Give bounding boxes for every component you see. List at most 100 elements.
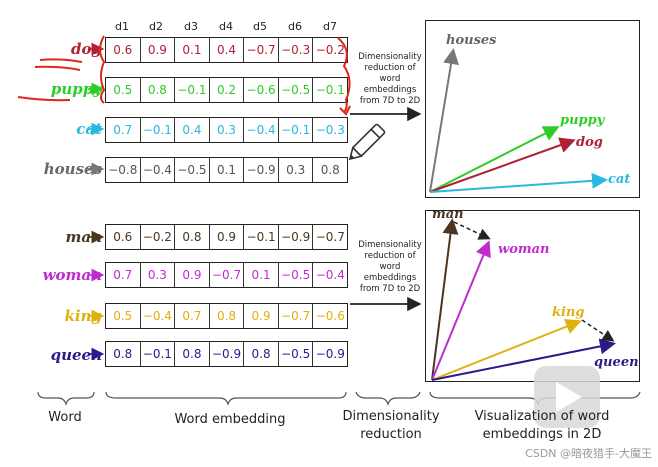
embedding-cell: −0.7 — [315, 230, 345, 244]
embedding-cell: 0.3 — [141, 263, 176, 287]
footer-visualization: Visualization of word embeddings in 2D — [462, 408, 622, 444]
embedding-cell: −0.7 — [244, 38, 279, 62]
embedding-cell: −0.1 — [141, 118, 176, 142]
red-annotations — [17, 35, 351, 116]
plot-label-woman: woman — [498, 242, 550, 257]
embedding-cell: 0.4 — [210, 38, 245, 62]
reduction-line: reduction of — [364, 63, 416, 73]
footer-word: Word — [48, 410, 82, 425]
vector-queen — [431, 338, 616, 381]
embedding-cell: 0.1 — [210, 158, 245, 182]
plot-label-cat: cat — [608, 172, 631, 187]
dim-header: d6 — [288, 20, 302, 33]
word-label: houses — [43, 160, 102, 178]
embedding-cell: −0.1 — [315, 83, 345, 97]
plot-label-dog: dog — [576, 135, 603, 150]
embedding-cell: 0.8 — [106, 342, 141, 366]
embedding-cell: 0.5 — [106, 304, 141, 328]
footer-reduction-line: reduction — [360, 427, 422, 442]
reduction-line: from 7D to 2D — [359, 96, 421, 106]
plot-2d-bottom — [425, 210, 640, 382]
dim-header: d1 — [115, 20, 129, 33]
word-label: puppy — [50, 80, 102, 98]
pencil-icon — [348, 123, 386, 161]
vector-king-queen-diff — [581, 319, 615, 342]
embedding-cell: 0.7 — [106, 263, 141, 287]
footer-viz-line: Visualization of word — [474, 409, 610, 424]
embedding-cell: 0.3 — [279, 158, 314, 182]
embedding-cell: 0.2 — [210, 78, 245, 102]
embedding-cell: −0.1 — [279, 118, 314, 142]
embedding-cell: −0.9 — [279, 225, 314, 249]
reduction-text: Dimensionality reduction of word embeddi… — [347, 52, 433, 107]
embedding-cell: 0.1 — [175, 38, 210, 62]
embedding-cell: −0.7 — [279, 304, 314, 328]
embedding-row: 0.5 −0.4 0.7 0.8 0.9 −0.7 −0.6 — [105, 303, 348, 329]
embedding-cell: 0.6 — [106, 225, 141, 249]
embedding-cell: −0.9 — [244, 158, 279, 182]
embedding-row: 0.7 0.3 0.9 −0.7 0.1 −0.5 −0.4 — [105, 262, 348, 288]
embedding-cell: 0.4 — [175, 118, 210, 142]
plot-2d-top — [425, 20, 640, 198]
embedding-cell: 0.7 — [106, 118, 141, 142]
embedding-cell: −0.5 — [279, 78, 314, 102]
vector-man-woman-diff — [453, 221, 491, 240]
embedding-cell: 0.5 — [106, 78, 141, 102]
plot-vectors-bottom — [431, 218, 616, 381]
reduction-line: reduction of — [364, 251, 416, 261]
footer-reduction: Dimensionality reduction — [336, 408, 446, 444]
embedding-row: −0.8 −0.4 −0.5 0.1 −0.9 0.3 0.8 — [105, 157, 348, 183]
embedding-cell: 0.9 — [244, 304, 279, 328]
play-icon — [534, 366, 600, 428]
reduction-line: embeddings — [363, 273, 417, 283]
embedding-cell: 0.3 — [210, 118, 245, 142]
plot-label-houses: houses — [446, 33, 497, 48]
watermark: CSDN @暗夜猎手-大魔王 — [525, 447, 652, 460]
embedding-cell: −0.4 — [141, 304, 176, 328]
vector-dog — [429, 137, 576, 193]
reduction-line: Dimensionality — [358, 240, 422, 250]
plot-vectors-top — [429, 48, 608, 193]
plot-label-king: king — [552, 305, 585, 320]
reduction-line: word — [379, 74, 401, 84]
vector-houses — [429, 48, 459, 193]
embedding-cell: 0.9 — [175, 263, 210, 287]
embedding-cell: 0.8 — [141, 78, 176, 102]
embedding-cell: 0.6 — [106, 38, 141, 62]
embedding-cell: −0.4 — [315, 268, 345, 282]
vector-puppy — [429, 126, 560, 193]
word-arrows — [88, 42, 105, 361]
plot-label-queen: queen — [594, 355, 639, 370]
vector-woman — [431, 240, 491, 381]
embedding-cell: −0.1 — [175, 78, 210, 102]
embedding-row: 0.8 −0.1 0.8 −0.9 0.8 −0.5 −0.9 — [105, 341, 348, 367]
embedding-cell: −0.2 — [315, 43, 345, 57]
dim-header: d2 — [149, 20, 163, 33]
embedding-cell: 0.8 — [244, 342, 279, 366]
reduction-line: from 7D to 2D — [359, 284, 421, 294]
embedding-cell: 0.9 — [210, 225, 245, 249]
embedding-cell: −0.3 — [279, 38, 314, 62]
embedding-cell: 0.1 — [244, 263, 279, 287]
embedding-cell: −0.5 — [279, 263, 314, 287]
embedding-cell: 0.7 — [175, 304, 210, 328]
footer-embedding: Word embedding — [174, 412, 286, 427]
embedding-cell: 0.8 — [210, 304, 245, 328]
embedding-cell: −0.1 — [244, 225, 279, 249]
footer-reduction-line: Dimensionality — [342, 409, 440, 424]
embedding-cell: −0.6 — [244, 78, 279, 102]
dim-header: d7 — [323, 20, 337, 33]
embedding-cell: 0.9 — [141, 38, 176, 62]
embedding-cell: −0.8 — [106, 158, 141, 182]
embedding-cell: −0.3 — [315, 123, 345, 137]
embedding-cell: 0.8 — [175, 342, 210, 366]
footer-viz-line: embeddings in 2D — [482, 427, 602, 442]
embedding-cell: −0.5 — [175, 158, 210, 182]
embedding-cell: −0.1 — [141, 342, 176, 366]
embedding-cell: −0.2 — [141, 225, 176, 249]
embedding-cell: 0.8 — [320, 163, 340, 177]
reduction-line: Dimensionality — [358, 52, 422, 62]
embedding-cell: −0.4 — [244, 118, 279, 142]
embedding-row: 0.6 0.9 0.1 0.4 −0.7 −0.3 −0.2 — [105, 37, 348, 63]
